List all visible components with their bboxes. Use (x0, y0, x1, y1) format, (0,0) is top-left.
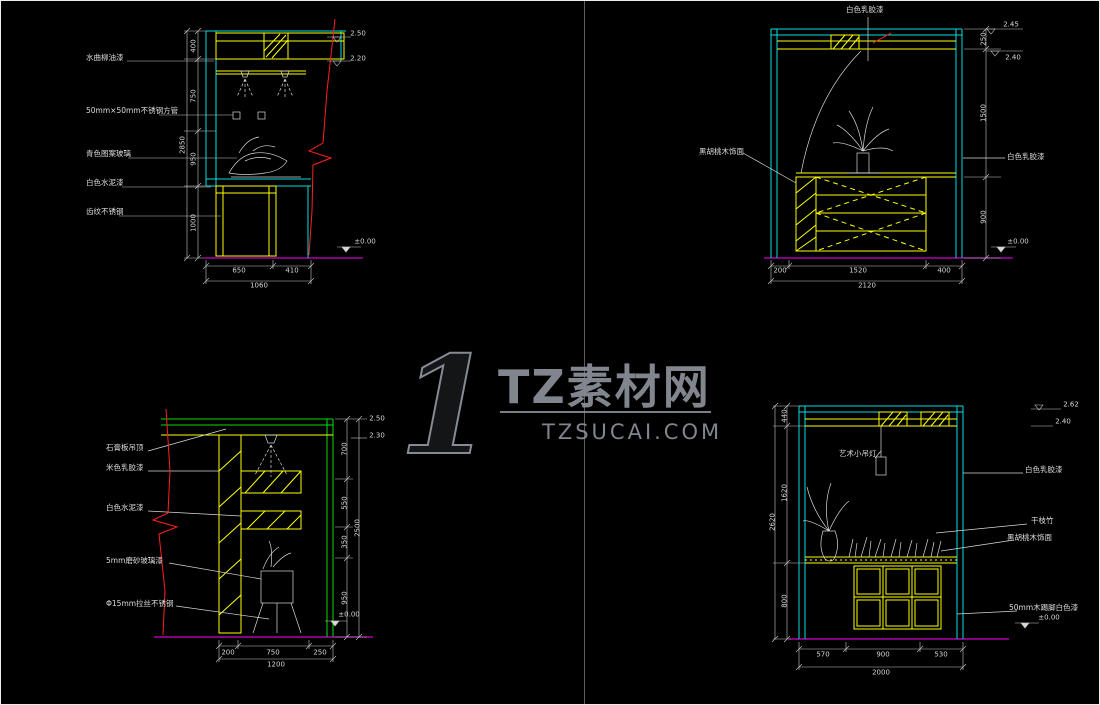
tr-label-walnut: 黑胡桃木饰面 (699, 147, 744, 156)
bl-label-steel-rod: Φ15mm拉丝不锈钢 (106, 599, 174, 608)
bl-label-gypsum: 石膏板吊顶 (106, 443, 144, 452)
tl-dim-v3: 950 (189, 152, 198, 166)
bl-level-0: ±0.00 (338, 610, 360, 619)
tl-level-2: 2.20 (350, 54, 366, 63)
br-label-skirting: 50mm木踢脚白色漆 (1009, 603, 1079, 612)
bl-dim-v1: 700 (340, 442, 349, 456)
br-dim-v2: 1620 (780, 484, 789, 502)
tr-label-ceiling-paint: 白色乳胶漆 (846, 5, 884, 14)
br-level-0: ±0.00 (1038, 613, 1060, 622)
tr-dim-b1: 200 (773, 266, 787, 275)
br-label-wall-paint: 白色乳胶漆 (1025, 465, 1063, 474)
bl-label-white-paint: 白色水泥漆 (106, 503, 144, 512)
sheet-divider (584, 1, 585, 704)
tl-level-1: 2.50 (350, 29, 366, 38)
bl-dim-v3: 350 (340, 535, 349, 549)
tl-dim-vtotal: 2850 (178, 136, 187, 154)
br-label-walnut: 黑胡桃木饰面 (1007, 533, 1052, 542)
br-dim-btotal: 2000 (872, 668, 890, 677)
bl-dim-b3: 250 (313, 648, 327, 657)
br-dim-v3: 800 (780, 594, 789, 608)
tr-dim-btotal: 2120 (858, 281, 876, 290)
br-label-pendant-lamp: 艺术小吊灯 (839, 449, 877, 458)
bl-dim-vtotal: 2500 (353, 519, 362, 537)
br-level-2: 2.40 (1055, 417, 1071, 426)
tl-dim-b2: 410 (285, 266, 299, 275)
tr-dim-b3: 400 (937, 266, 951, 275)
br-dim-v1: 440 (780, 409, 789, 423)
tl-dim-btotal: 1060 (250, 281, 268, 290)
tr-label-wall-paint: 白色乳胶漆 (1007, 152, 1045, 161)
tr-level-2: 2.40 (1005, 53, 1021, 62)
bl-dim-b2: 750 (266, 648, 280, 657)
watermark-title: TZ素材网 (498, 360, 711, 414)
bl-level-2: 2.30 (369, 431, 385, 440)
tr-dim-v3: 900 (979, 210, 988, 224)
bl-dim-btotal: 1200 (267, 660, 285, 669)
drawing-bottom-right (771, 402, 1061, 671)
watermark-domain: TZSUCAI.COM (542, 420, 723, 444)
tr-dim-v2: 1500 (979, 104, 988, 122)
tl-level-0: ±0.00 (354, 237, 376, 246)
drawing-top-right (742, 17, 1023, 285)
drawing-top-left (119, 18, 363, 285)
tl-dim-v1: 400 (189, 39, 198, 53)
tl-dim-v2: 750 (189, 89, 198, 103)
drawing-bottom-left (147, 408, 373, 663)
tr-level-0: ±0.00 (1007, 237, 1029, 246)
tl-dim-b1: 650 (232, 266, 246, 275)
br-dim-b1: 570 (816, 650, 830, 659)
tr-level-1: 2.45 (1003, 20, 1019, 29)
bl-level-1: 2.50 (369, 414, 385, 423)
tl-dim-v4: 1000 (189, 214, 198, 232)
br-dim-b2: 900 (876, 650, 890, 659)
bl-label-glass: 5mm磨砂玻璃漆 (106, 556, 163, 565)
tl-label-white-paint: 白色水泥漆 (86, 178, 124, 187)
watermark-rule (500, 411, 711, 413)
tl-label-steel-tube: 50mm×50mm不锈钢方管 (86, 106, 179, 115)
tl-label-wood-finish: 水曲柳油漆 (86, 53, 124, 62)
watermark-logo: 1 (399, 326, 493, 485)
tr-dim-v1: 250 (979, 32, 988, 46)
br-level-1: 2.62 (1063, 400, 1079, 409)
tl-label-steel-plate: 齿纹不锈钢 (86, 207, 124, 216)
br-label-dry-branch: 干枝竹 (1031, 516, 1054, 525)
br-dim-b3: 530 (934, 650, 948, 659)
br-dim-vtotal: 2620 (768, 513, 777, 531)
bl-dim-b1: 200 (221, 648, 235, 657)
tr-dim-b2: 1520 (849, 266, 867, 275)
bl-dim-v4: 950 (340, 591, 349, 605)
bl-label-latex-paint: 米色乳胶漆 (106, 463, 144, 472)
tl-label-glass: 青色图案玻璃 (86, 149, 131, 158)
bl-dim-v2: 550 (340, 496, 349, 510)
